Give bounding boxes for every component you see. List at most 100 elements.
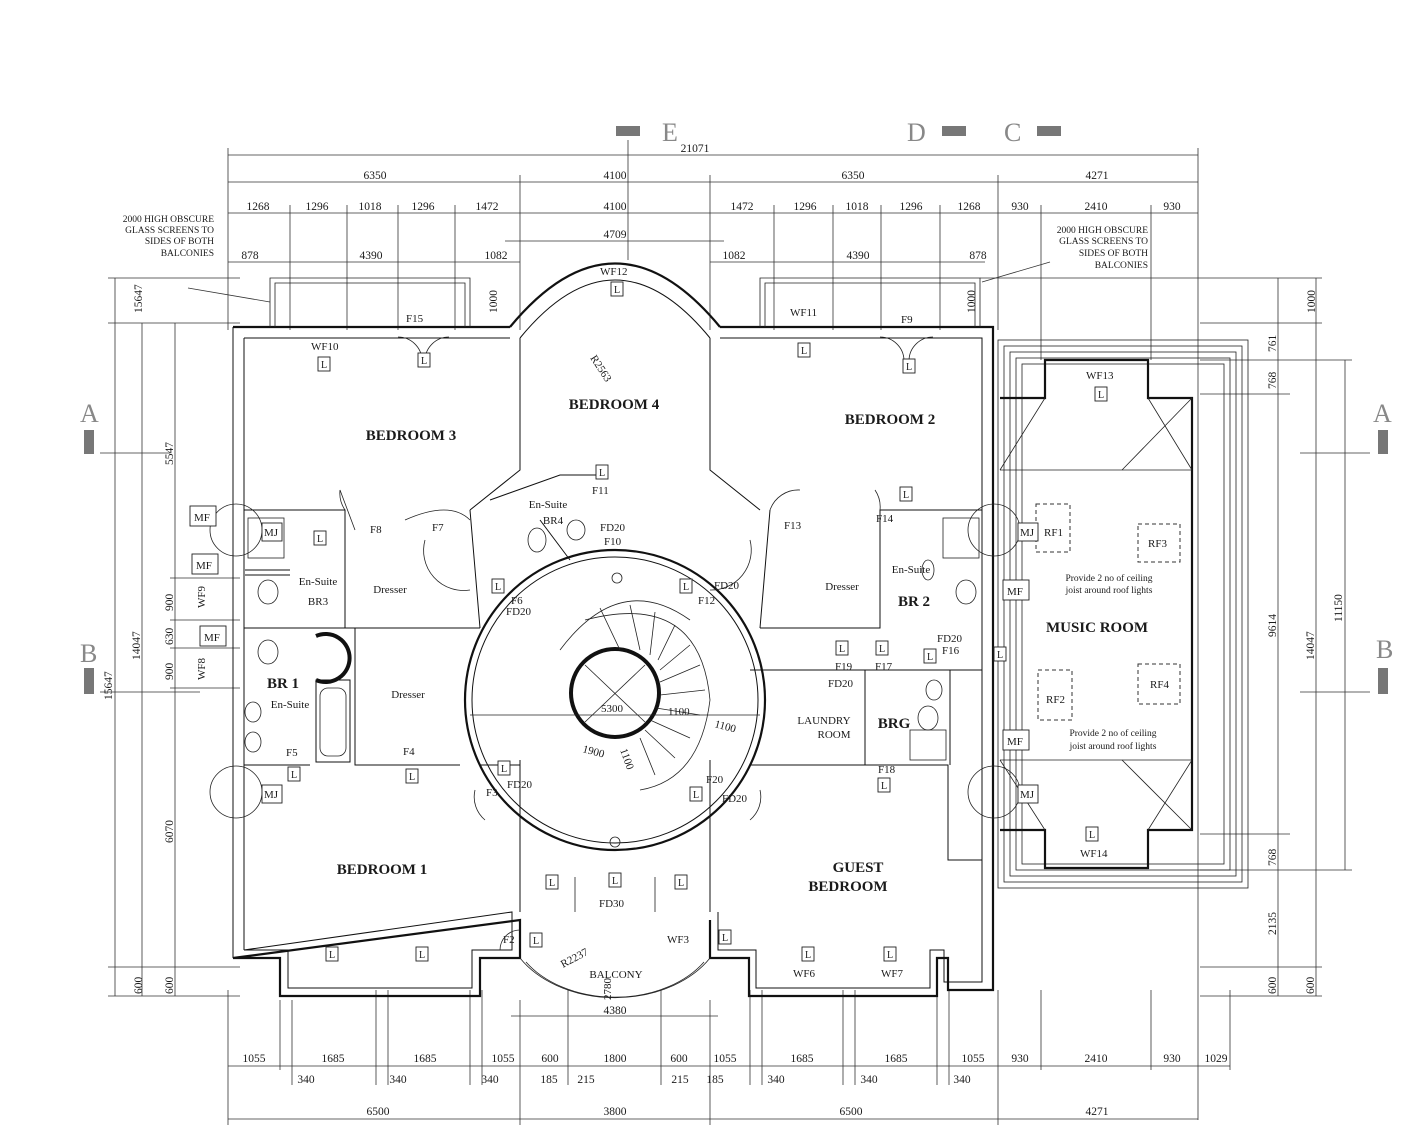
light-marker-box (415, 946, 429, 962)
dim-right-11150: 11150 (1333, 594, 1345, 622)
svg-text:6500: 6500 (840, 1106, 863, 1118)
tag-fd20-f20: FD20 (722, 793, 748, 805)
light-marker-label: L (495, 582, 501, 593)
light-marker-label: L (903, 490, 909, 501)
room-laundry-line1: LAUNDRY (797, 715, 850, 727)
tag-f4: F4 (403, 746, 415, 758)
svg-text:340: 340 (481, 1074, 499, 1086)
light-marker-box (313, 530, 327, 546)
light-marker-label: L (614, 285, 620, 296)
light-marker-box (608, 872, 622, 888)
tag-f10: F10 (604, 536, 622, 548)
tag-fd20-f3: FD20 (507, 779, 533, 791)
section-markers: E D C A A B B (80, 118, 1393, 694)
dim-top-3-7: 878 (969, 250, 987, 262)
dim-top-3-4: 4709 (604, 229, 627, 241)
svg-text:GLASS SCREENS TO: GLASS SCREENS TO (125, 226, 214, 236)
svg-text:1055: 1055 (962, 1053, 985, 1065)
dim-top-1-4: 4271 (1086, 170, 1109, 182)
stair-dim-1100a: 1100 (668, 706, 690, 718)
dim-left-600b: 600 (164, 977, 176, 995)
svg-text:340: 340 (297, 1074, 315, 1086)
light-marker-box (545, 874, 559, 890)
tag-mj-4: MJ (1020, 789, 1035, 801)
tag-wf12: WF12 (600, 266, 628, 278)
svg-text:215: 215 (671, 1074, 689, 1086)
room-br3: BR3 (308, 596, 329, 608)
tag-wf14: WF14 (1080, 848, 1108, 860)
light-marker-label: L (801, 346, 807, 357)
tag-fd20-br4: FD20 (600, 522, 626, 534)
room-br2: BR 2 (898, 594, 930, 610)
dim-right-600a: 600 (1267, 977, 1279, 995)
svg-text:3800: 3800 (604, 1106, 627, 1118)
dim-balcony-width: 4380 (604, 1005, 627, 1017)
tag-f6: F6 (511, 595, 523, 607)
tag-wf3: WF3 (667, 934, 690, 946)
glass-screen-note-right: 2000 HIGH OBSCURE GLASS SCREENS TO SIDES… (981, 226, 1149, 283)
dim-top-2-6: 4100 (604, 201, 627, 213)
light-marker-label: L (549, 878, 555, 889)
svg-text:340: 340 (860, 1074, 878, 1086)
light-marker-box (405, 768, 419, 784)
dim-top-2-3: 1018 (359, 201, 382, 213)
dim-bed4-projection: 1000 (488, 290, 500, 313)
light-marker-box (801, 946, 815, 962)
svg-text:2410: 2410 (1085, 1053, 1108, 1065)
room-bedroom-3: BEDROOM 3 (366, 428, 456, 444)
light-marker-label: L (678, 878, 684, 889)
tag-fd20-f6: FD20 (506, 606, 532, 618)
dim-top-2-10: 1296 (900, 201, 923, 213)
light-marker-label: L (501, 764, 507, 775)
light-marker-label: L (1089, 830, 1095, 841)
bottom-dimensions: 4380 1055 1685 1685 1055 600 1800 600 10… (227, 990, 1231, 1125)
svg-text:185: 185 (540, 1074, 558, 1086)
room-ensuite-br2: En-Suite (892, 564, 931, 576)
section-mark-c: C (1004, 118, 1021, 147)
tag-fd20-f12: FD20 (714, 580, 740, 592)
tag-f3: F3 (486, 787, 498, 799)
light-marker-label: L (839, 644, 845, 655)
section-mark-e: E (662, 118, 678, 147)
light-marker-label: L (997, 650, 1003, 661)
tag-f18: F18 (878, 764, 896, 776)
stair-dim-1900: 1900 (581, 743, 606, 760)
light-marker-box (1094, 386, 1108, 402)
svg-text:215: 215 (577, 1074, 595, 1086)
room-laundry-line2: ROOM (817, 729, 850, 741)
roof-light-rf3: RF3 (1148, 538, 1167, 550)
tag-f9: F9 (901, 314, 913, 326)
stair-dim-1100c: 1100 (617, 747, 636, 772)
light-marker-label: L (683, 582, 689, 593)
light-marker-label: L (599, 468, 605, 479)
svg-text:1685: 1685 (322, 1053, 345, 1065)
tag-f8: F8 (370, 524, 382, 536)
room-br1: BR 1 (267, 676, 299, 692)
tag-f11: F11 (592, 485, 609, 497)
tag-mf-5: MF (1007, 736, 1023, 748)
section-mark-a-right: A (1373, 399, 1392, 428)
svg-text:GLASS SCREENS TO: GLASS SCREENS TO (1059, 237, 1148, 247)
svg-text:340: 340 (389, 1074, 407, 1086)
roof-lights: RF1 RF2 RF3 RF4 (1035, 503, 1181, 721)
tag-f16: F16 (942, 645, 960, 657)
dim-balcony-right-projection: 1000 (966, 290, 978, 313)
room-music: MUSIC ROOM (1046, 620, 1148, 636)
dim-left-bed1: 6070 (164, 820, 176, 843)
svg-text:SIDES OF BOTH: SIDES OF BOTH (1079, 249, 1148, 259)
dim-top-2-14: 930 (1163, 201, 1181, 213)
room-ensuite-br3: En-Suite (299, 576, 338, 588)
tag-fd30: FD30 (599, 898, 625, 910)
dim-top-3-6: 4390 (847, 250, 870, 262)
svg-text:2000 HIGH OBSCURE: 2000 HIGH OBSCURE (1057, 226, 1149, 236)
roof-light-rf1: RF1 (1044, 527, 1063, 539)
dim-top-1-3: 6350 (842, 170, 865, 182)
dim-top-3-3: 1082 (485, 250, 508, 262)
dim-top-2-4: 1296 (412, 201, 435, 213)
door-swings (339, 336, 934, 999)
dim-top-3-2: 4390 (360, 250, 383, 262)
dim-top-2-1: 1268 (247, 201, 270, 213)
room-br4: BR4 (543, 515, 564, 527)
tag-wf6: WF6 (793, 968, 816, 980)
dim-top-2-11: 1268 (958, 201, 981, 213)
